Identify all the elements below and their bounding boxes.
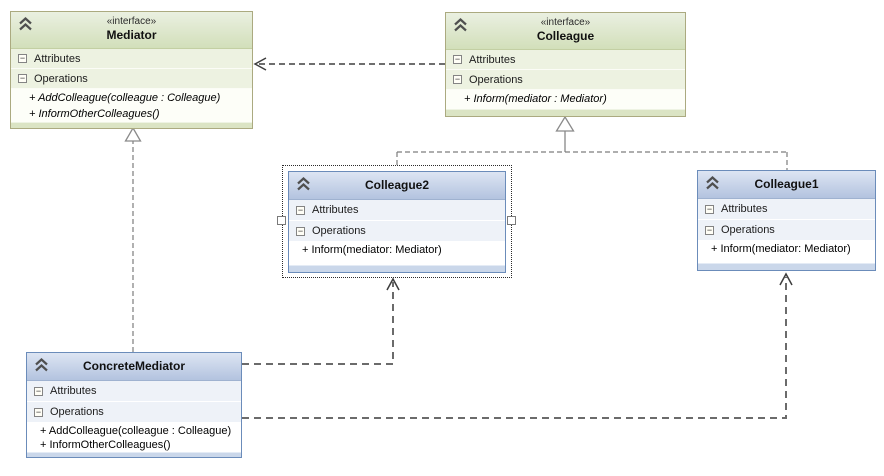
box-footer-strip — [289, 265, 505, 272]
class-box-concretemediator[interactable]: ConcreteMediator Attributes Operations +… — [26, 352, 242, 458]
method-list: + AddColleague(colleague : Colleague) + … — [27, 423, 241, 452]
open-arrow-icon — [386, 277, 400, 291]
collapse-chevron-icon[interactable] — [295, 177, 311, 192]
attributes-label: Attributes — [50, 385, 97, 397]
method-list: + AddColleague(colleague : Colleague) + … — [11, 89, 252, 122]
method-item[interactable]: + AddColleague(colleague : Colleague) — [40, 425, 232, 437]
operations-label: Operations — [312, 225, 366, 237]
collapse-chevron-icon[interactable] — [17, 17, 33, 32]
class-header[interactable]: «interface» Colleague — [446, 13, 685, 50]
connector-dependency-colleague-to-mediator[interactable] — [253, 57, 445, 71]
class-header[interactable]: Colleague2 — [289, 172, 505, 200]
stereotype-label: «interface» — [540, 17, 591, 28]
selection-handle-right[interactable] — [507, 216, 516, 225]
connector-dependency-concretemediator-to-colleague1[interactable] — [242, 272, 793, 419]
collapse-minus-icon[interactable] — [34, 386, 43, 396]
method-item[interactable]: + Inform(mediator : Mediator) — [464, 93, 607, 105]
operations-label: Operations — [50, 406, 104, 418]
open-arrow-icon — [253, 57, 267, 71]
connector-realization-colleagues-to-colleague[interactable] — [396, 115, 788, 170]
class-header[interactable]: ConcreteMediator — [27, 353, 241, 381]
collapse-minus-icon[interactable] — [453, 75, 462, 84]
box-footer-strip — [11, 122, 252, 128]
connector-realization-concretemediator-to-mediator[interactable] — [124, 126, 142, 352]
method-item[interactable]: + AddColleague(colleague : Colleague) — [29, 92, 221, 104]
stereotype-label: «interface» — [106, 16, 157, 27]
box-footer-strip — [27, 452, 241, 457]
attributes-label: Attributes — [721, 203, 768, 215]
class-title: ConcreteMediator — [82, 359, 186, 373]
attributes-label: Attributes — [469, 53, 516, 66]
attributes-label: Attributes — [34, 52, 81, 65]
method-item[interactable]: + InformOtherColleagues() — [40, 439, 171, 451]
class-header[interactable]: Colleague1 — [698, 171, 875, 199]
class-title: Colleague — [536, 29, 595, 43]
collapse-minus-icon[interactable] — [18, 54, 27, 63]
class-box-mediator[interactable]: «interface» Mediator Attributes Operatio… — [10, 11, 253, 129]
method-item[interactable]: + Inform(mediator: Mediator) — [711, 243, 851, 255]
attributes-row[interactable]: Attributes — [446, 50, 685, 70]
operations-row[interactable]: Operations — [289, 221, 505, 242]
attributes-row[interactable]: Attributes — [289, 200, 505, 221]
collapse-minus-icon[interactable] — [296, 205, 305, 215]
operations-label: Operations — [34, 72, 88, 85]
class-header[interactable]: «interface» Mediator — [11, 12, 252, 49]
class-box-colleague[interactable]: «interface» Colleague Attributes Operati… — [445, 12, 686, 117]
method-list: + Inform(mediator: Mediator) — [289, 242, 505, 265]
collapse-minus-icon[interactable] — [705, 225, 714, 235]
operations-row[interactable]: Operations — [27, 402, 241, 423]
collapse-minus-icon[interactable] — [18, 74, 27, 83]
hollow-triangle-icon — [124, 126, 142, 142]
box-footer-strip — [698, 263, 875, 270]
attributes-label: Attributes — [312, 204, 359, 216]
collapse-chevron-icon[interactable] — [33, 358, 49, 373]
attributes-row[interactable]: Attributes — [27, 381, 241, 402]
class-title: Mediator — [106, 28, 157, 42]
collapse-chevron-icon[interactable] — [452, 18, 468, 33]
operations-label: Operations — [721, 224, 775, 236]
collapse-chevron-icon[interactable] — [704, 176, 720, 191]
collapse-minus-icon[interactable] — [296, 226, 305, 236]
method-item[interactable]: + InformOtherColleagues() — [29, 108, 160, 120]
class-title: Colleague1 — [754, 177, 819, 191]
attributes-row[interactable]: Attributes — [698, 199, 875, 220]
open-arrow-icon — [779, 272, 793, 286]
collapse-minus-icon[interactable] — [705, 204, 714, 214]
class-box-colleague1[interactable]: Colleague1 Attributes Operations + Infor… — [697, 170, 876, 271]
operations-label: Operations — [469, 73, 523, 86]
connector-dependency-concretemediator-to-colleague2[interactable] — [242, 277, 400, 365]
attributes-row[interactable]: Attributes — [11, 49, 252, 69]
method-list: + Inform(mediator: Mediator) — [698, 241, 875, 263]
selection-handle-left[interactable] — [277, 216, 286, 225]
operations-row[interactable]: Operations — [11, 69, 252, 89]
method-item[interactable]: + Inform(mediator: Mediator) — [302, 244, 442, 256]
collapse-minus-icon[interactable] — [453, 55, 462, 64]
box-footer-strip — [446, 109, 685, 116]
hollow-triangle-icon — [555, 115, 575, 132]
operations-row[interactable]: Operations — [446, 70, 685, 90]
class-title: Colleague2 — [364, 178, 430, 192]
class-box-colleague2[interactable]: Colleague2 Attributes Operations + Infor… — [288, 171, 506, 273]
method-list: + Inform(mediator : Mediator) — [446, 90, 685, 109]
collapse-minus-icon[interactable] — [34, 407, 43, 417]
operations-row[interactable]: Operations — [698, 220, 875, 241]
